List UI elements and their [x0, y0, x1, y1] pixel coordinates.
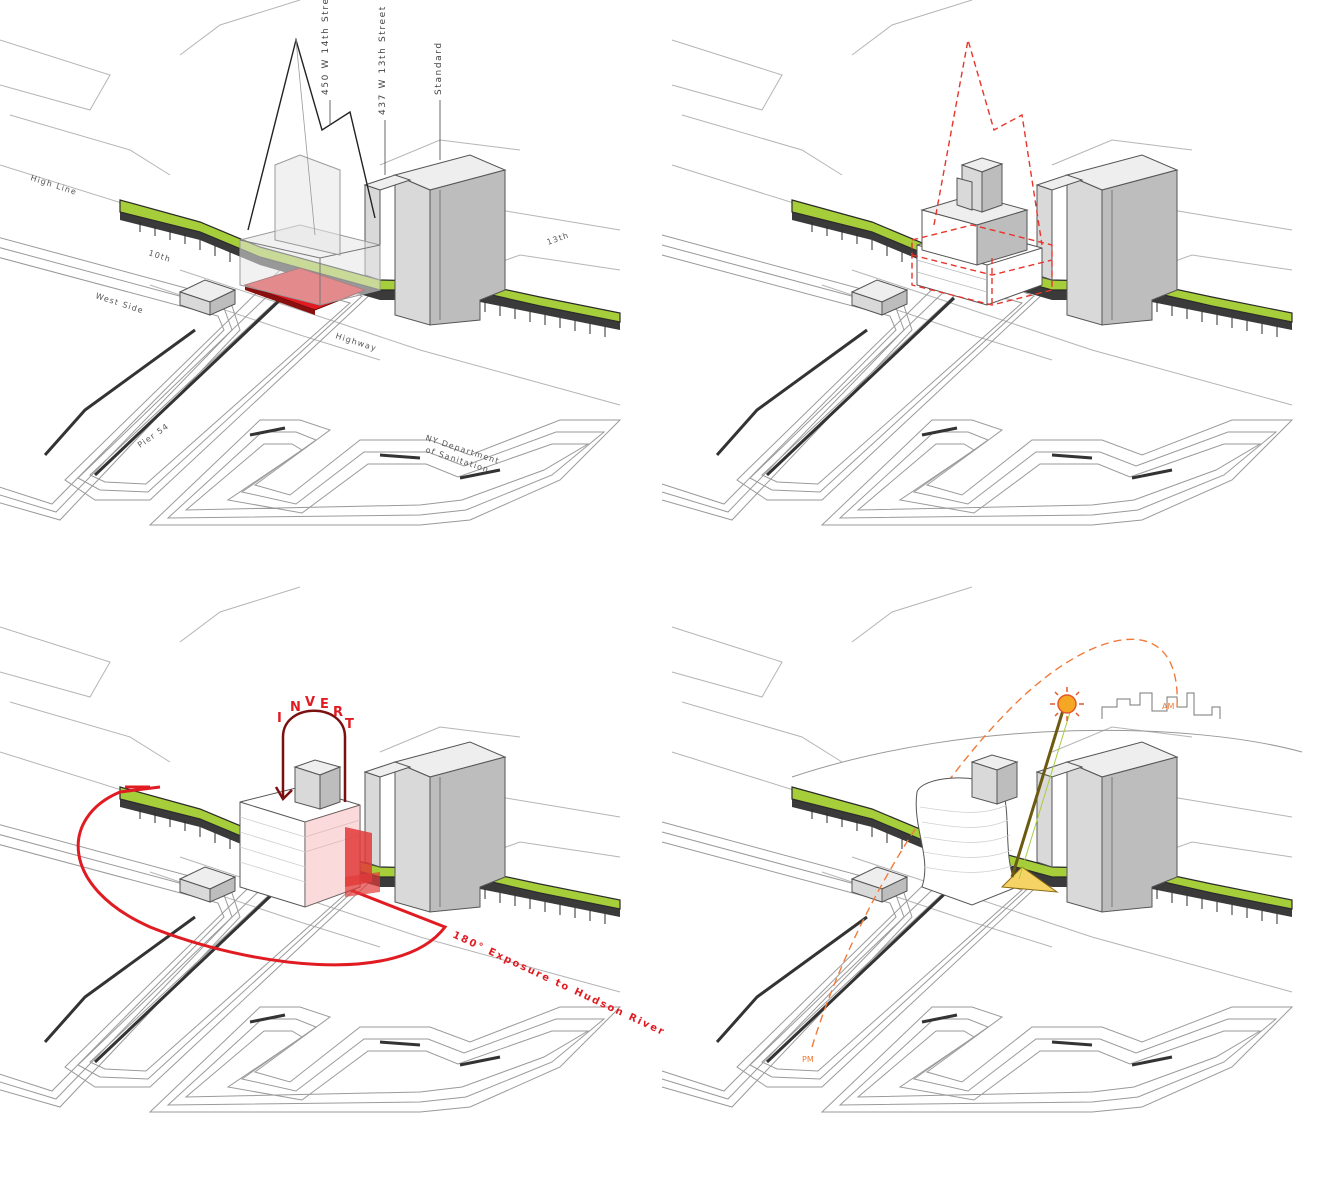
label-13th: 13th [546, 230, 571, 246]
label-pm: PM [802, 1055, 814, 1064]
panel-1: 450 W 14th Street 437 W 13th Street Stan… [0, 0, 622, 527]
sun-path [811, 638, 1178, 1048]
sky-exposure-plane [247, 37, 376, 231]
label-high-line: High Line [29, 173, 78, 197]
label-exposure: 180° Exposure to Hudson River [451, 930, 667, 1039]
panel-2 [660, 0, 1294, 527]
exposure-arc [76, 785, 448, 967]
invert-letter: R [333, 705, 343, 720]
invert-letter: T [345, 717, 354, 732]
red-opening [345, 827, 372, 887]
sun-icon [1050, 687, 1084, 721]
skyline [1101, 692, 1221, 719]
panel-4: AM PM [660, 585, 1303, 1114]
label-437-w-13th: 437 W 13th Street [378, 5, 388, 115]
label-450-w-14th: 450 W 14th Street [321, 0, 331, 95]
invert-letter: N [290, 700, 301, 715]
invert-arrow [281, 709, 347, 802]
label-10th: 10th [147, 248, 172, 264]
label-am: AM [1162, 702, 1174, 711]
label-pier-54: Pier 54 [136, 421, 171, 449]
former-envelope-outline [933, 39, 1043, 246]
label-standard: Standard [434, 41, 444, 95]
label-highway: Highway [334, 331, 378, 353]
invert-letter: E [320, 697, 329, 712]
invert-letter: I [277, 711, 282, 726]
panel-3: I N V E R T 180° Exposure to Hudson Rive… [0, 585, 667, 1114]
invert-letter: V [305, 695, 315, 710]
label-west-side: West Side [94, 291, 145, 315]
